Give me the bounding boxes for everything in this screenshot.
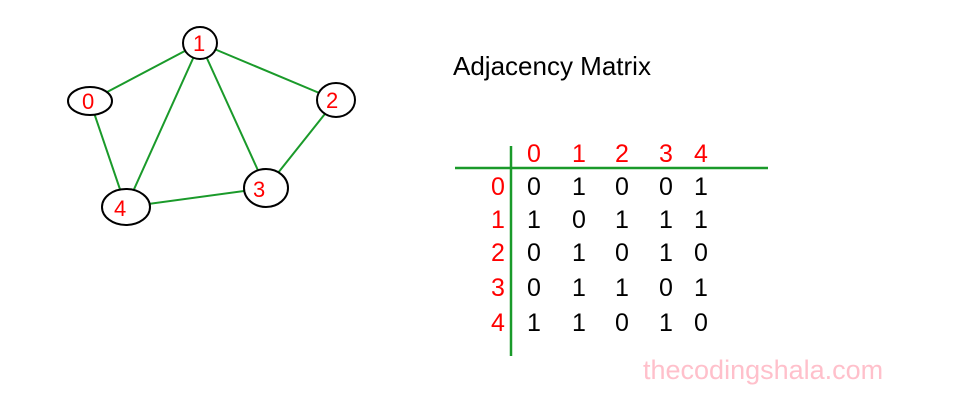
edge-0-1 bbox=[89, 42, 201, 102]
node-0: 0 bbox=[67, 86, 113, 116]
edge-1-4 bbox=[125, 42, 201, 208]
matrix-cell-3-3: 0 bbox=[659, 274, 673, 302]
matrix-cell-3-1: 1 bbox=[572, 274, 586, 302]
matrix-cell-4-2: 0 bbox=[615, 309, 629, 337]
node-4: 4 bbox=[101, 188, 151, 226]
node-circle bbox=[101, 188, 151, 226]
matrix-cell-1-4: 1 bbox=[694, 206, 708, 234]
matrix-cell-0-4: 1 bbox=[694, 173, 708, 201]
column-header-2: 2 bbox=[615, 140, 629, 168]
row-header-0: 0 bbox=[491, 173, 505, 201]
node-circle bbox=[243, 168, 289, 208]
matrix-cell-0-1: 1 bbox=[572, 173, 586, 201]
node-label: 0 bbox=[82, 89, 94, 114]
matrix-cell-4-4: 0 bbox=[694, 309, 708, 337]
matrix-cell-0-3: 0 bbox=[659, 173, 673, 201]
matrix-cell-1-2: 1 bbox=[615, 206, 629, 234]
row-header-1: 1 bbox=[491, 206, 505, 234]
row-header-4: 4 bbox=[491, 309, 505, 337]
node-3: 3 bbox=[243, 168, 289, 208]
node-label: 4 bbox=[114, 196, 126, 221]
matrix-cell-0-2: 0 bbox=[615, 173, 629, 201]
matrix-cell-3-4: 1 bbox=[694, 274, 708, 302]
node-circle bbox=[67, 86, 113, 116]
node-label: 2 bbox=[326, 88, 338, 113]
node-label: 3 bbox=[253, 177, 265, 202]
node-circle bbox=[182, 26, 218, 60]
matrix-title: Adjacency Matrix bbox=[453, 51, 651, 81]
matrix-cell-0-0: 0 bbox=[527, 173, 541, 201]
matrix-cell-1-0: 1 bbox=[527, 206, 541, 234]
matrix-cell-2-2: 0 bbox=[615, 239, 629, 267]
matrix-cell-3-0: 0 bbox=[527, 274, 541, 302]
column-header-1: 1 bbox=[572, 140, 586, 168]
watermark-text: thecodingshala.com bbox=[643, 355, 883, 385]
row-header-3: 3 bbox=[491, 274, 505, 302]
matrix-cell-4-1: 1 bbox=[572, 309, 586, 337]
column-header-4: 4 bbox=[694, 140, 708, 168]
node-1: 1 bbox=[182, 26, 218, 60]
column-header-3: 3 bbox=[659, 140, 673, 168]
node-2: 2 bbox=[316, 82, 356, 118]
matrix-cell-2-1: 1 bbox=[572, 239, 586, 267]
row-header-2: 2 bbox=[491, 239, 505, 267]
matrix-cell-1-3: 1 bbox=[659, 206, 673, 234]
matrix-cell-4-3: 1 bbox=[659, 309, 673, 337]
edge-1-3 bbox=[199, 42, 267, 189]
matrix-cell-1-1: 0 bbox=[572, 206, 586, 234]
matrix-cell-2-4: 0 bbox=[694, 239, 708, 267]
matrix-cell-3-2: 1 bbox=[615, 274, 629, 302]
node-label: 1 bbox=[193, 31, 205, 56]
matrix-cell-2-3: 1 bbox=[659, 239, 673, 267]
graph-edges bbox=[89, 42, 337, 208]
graph-nodes: 0 1 2 3 4 bbox=[67, 26, 356, 226]
node-circle bbox=[316, 82, 356, 118]
matrix-cell-2-0: 0 bbox=[527, 239, 541, 267]
matrix-cell-4-0: 1 bbox=[527, 309, 541, 337]
column-header-0: 0 bbox=[527, 140, 541, 168]
edge-1-2 bbox=[199, 42, 337, 101]
